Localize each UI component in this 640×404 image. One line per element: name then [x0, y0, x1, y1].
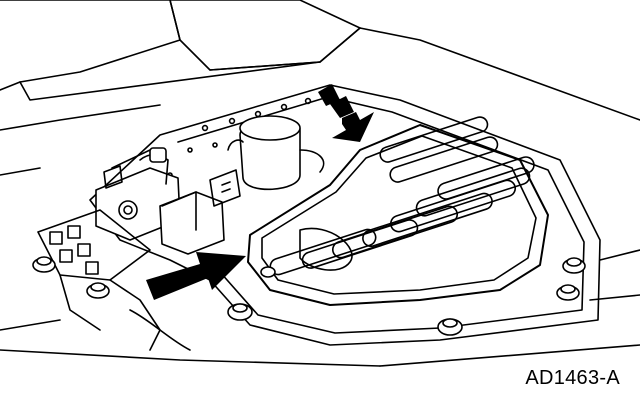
bolt — [86, 282, 110, 299]
bolt — [562, 257, 586, 274]
case-housing — [0, 0, 640, 367]
bolt — [437, 318, 463, 336]
bolt — [227, 303, 253, 321]
bolt — [556, 284, 580, 301]
solid-arrow-icon — [146, 252, 246, 300]
wiring-bracket — [37, 209, 191, 351]
bolt — [32, 256, 56, 273]
oil-filter — [247, 116, 549, 306]
solenoid-assembly — [95, 147, 241, 255]
filter-slots — [269, 116, 535, 276]
filter-neck — [227, 115, 325, 191]
dashed-arrow-icon — [318, 84, 374, 142]
bolt — [260, 266, 276, 278]
bolts — [32, 256, 586, 336]
figure-id-label: AD1463-A — [525, 367, 620, 389]
